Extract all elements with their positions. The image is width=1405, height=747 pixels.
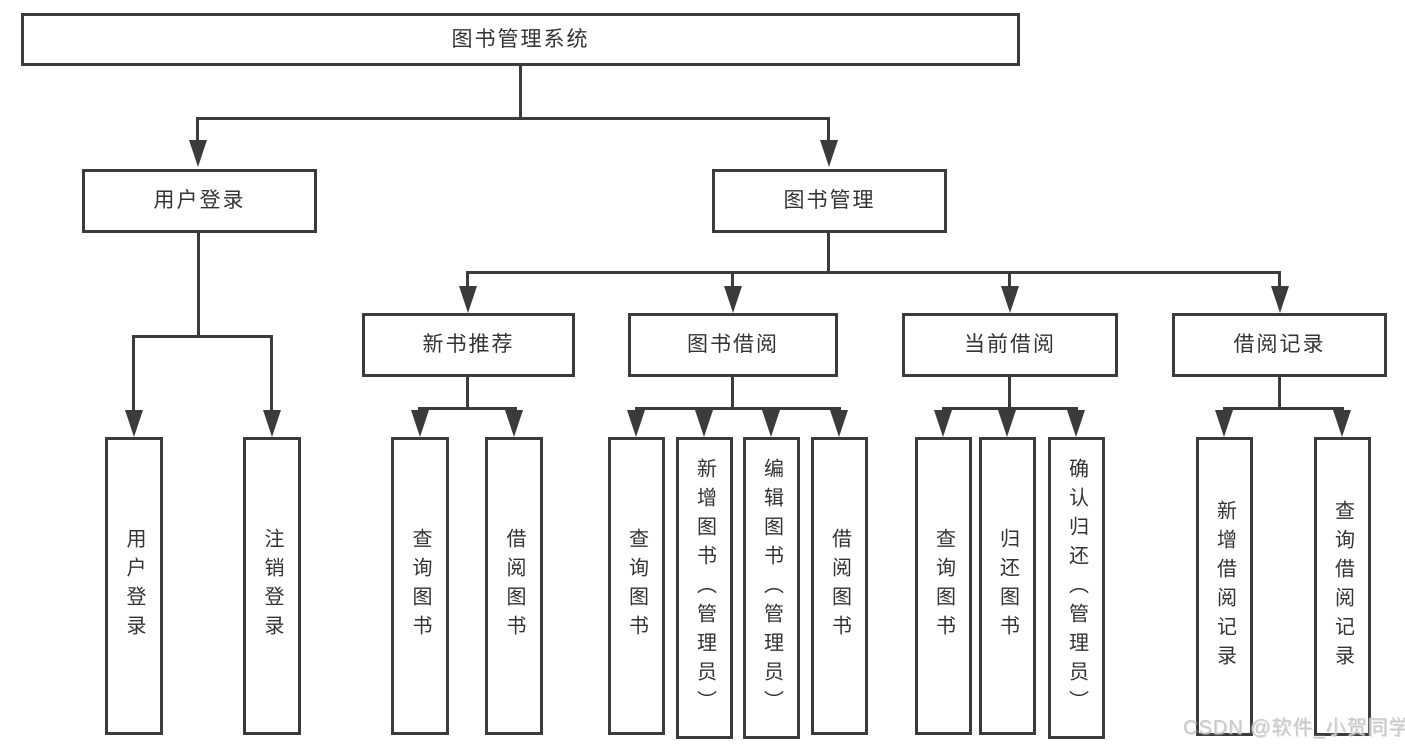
node-query-books-borrow: 查询图书: [608, 437, 665, 735]
node-query-books-current: 查询图书: [915, 437, 972, 735]
connector-shaft: [270, 337, 273, 413]
connector-shaft: [731, 273, 734, 287]
node-add-books-admin: 新增图书（管理员）: [676, 437, 733, 739]
node-borrow-records: 借阅记录: [1172, 313, 1387, 377]
node-query-borrow-record: 查询借阅记录: [1314, 437, 1371, 736]
node-return-books: 归还图书: [979, 437, 1036, 735]
arrow-down-icon: [189, 140, 207, 167]
arrow-down-icon: [459, 286, 477, 313]
connector-hline: [418, 407, 517, 410]
connector-stem: [731, 375, 734, 410]
arrow-down-icon: [695, 410, 713, 437]
connector-l2-shaft-right: [827, 119, 830, 143]
node-logout: 注销登录: [243, 437, 301, 735]
connector-root-stem: [519, 64, 522, 119]
connector-shaft: [466, 273, 469, 287]
node-book-management: 图书管理: [712, 169, 947, 233]
node-confirm-return-admin: 确认归还（管理员）: [1048, 437, 1105, 739]
arrow-down-icon: [505, 410, 523, 437]
arrow-down-icon: [627, 410, 645, 437]
connector-stem: [1278, 375, 1281, 410]
arrow-down-icon: [830, 410, 848, 437]
arrow-down-icon: [1067, 410, 1085, 437]
arrow-down-icon: [762, 410, 780, 437]
arrow-down-icon: [411, 410, 429, 437]
connector-shaft: [1008, 273, 1011, 287]
node-borrow-books-recommend: 借阅图书: [485, 437, 543, 735]
connector-l2-hline: [196, 117, 830, 120]
connector-hline: [942, 407, 1078, 410]
connector-user-login-hline: [132, 335, 273, 338]
connector-hline: [1223, 407, 1344, 410]
connector-shaft: [132, 337, 135, 413]
node-new-book-recommend: 新书推荐: [362, 313, 575, 377]
arrow-down-icon: [1271, 286, 1289, 313]
connector-l3-hline: [466, 271, 1281, 274]
node-edit-books-admin: 编辑图书（管理员）: [743, 437, 800, 739]
csdn-watermark: CSDN @软件_小贺同学: [1183, 717, 1405, 739]
node-add-borrow-record: 新增借阅记录: [1196, 437, 1253, 736]
arrow-down-icon: [125, 410, 143, 437]
connector-shaft: [1278, 273, 1281, 287]
arrow-down-icon: [820, 140, 838, 167]
arrow-down-icon: [1001, 286, 1019, 313]
arrow-down-icon: [934, 410, 952, 437]
node-user-login: 用户登录: [82, 169, 317, 233]
connector-user-login-stem: [197, 231, 200, 338]
node-book-borrow: 图书借阅: [628, 313, 838, 377]
connector-stem: [1008, 375, 1011, 410]
node-borrow-books: 借阅图书: [811, 437, 868, 735]
node-root: 图书管理系统: [21, 13, 1020, 66]
node-query-books-recommend: 查询图书: [391, 437, 449, 735]
arrow-down-icon: [724, 286, 742, 313]
arrow-down-icon: [263, 410, 281, 437]
arrow-down-icon: [1333, 410, 1351, 437]
arrow-down-icon: [998, 410, 1016, 437]
node-login: 用户登录: [105, 437, 163, 735]
connector-stem: [466, 375, 469, 410]
connector-book-mgmt-stem: [827, 232, 830, 274]
connector-hline: [635, 407, 841, 410]
connector-l2-shaft-left: [196, 119, 199, 143]
arrow-down-icon: [1215, 410, 1233, 437]
node-current-borrow: 当前借阅: [902, 313, 1118, 377]
